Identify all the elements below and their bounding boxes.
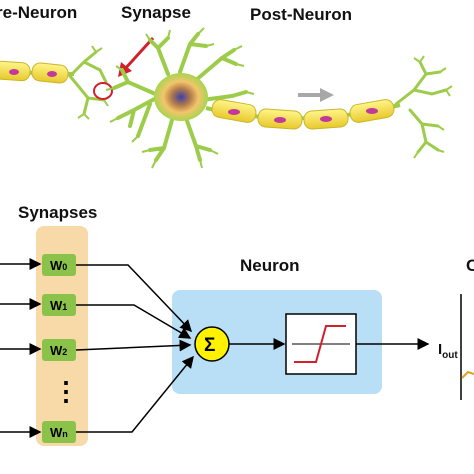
output-plot: Iout C — [438, 256, 474, 400]
weights-ellipsis: ⋮ — [53, 376, 79, 406]
iout-label: Iout — [438, 341, 458, 361]
post-neuron-soma — [105, 27, 255, 169]
weight-w2: W2 — [42, 339, 76, 361]
synapse-circle — [93, 82, 113, 100]
weight-w0: W0 — [42, 254, 76, 276]
artificial-neuron: Synapses Neuron W0 W1 W2 ⋮ Wn — [0, 203, 474, 446]
synapse-arrow — [122, 36, 155, 72]
synapses-header: Synapses — [18, 203, 97, 222]
cut-letter: C — [466, 256, 474, 275]
synapse-weight-bar — [36, 226, 88, 446]
svg-text:W1: W1 — [50, 298, 67, 313]
sum-symbol: Σ — [204, 335, 215, 356]
neuron-header: Neuron — [240, 256, 300, 275]
pre-neuron-axon — [0, 45, 111, 120]
weighted-connections — [75, 264, 194, 433]
pre-neuron-label: re-Neuron — [0, 3, 77, 22]
svg-text:W2: W2 — [50, 343, 67, 358]
post-neuron-label: Post-Neuron — [250, 5, 352, 24]
post-neuron-axon — [205, 55, 453, 159]
biological-neuron: re-Neuron Synapse Post-Neuron — [0, 3, 453, 169]
synapse-label: Synapse — [121, 3, 191, 22]
weight-w1: W1 — [42, 294, 76, 316]
activation-function — [285, 313, 357, 375]
svg-text:Wn: Wn — [50, 425, 68, 440]
svg-text:W0: W0 — [50, 258, 67, 273]
weight-wn: Wn — [42, 421, 76, 443]
input-lines — [0, 258, 42, 438]
signal-direction-arrow — [298, 88, 334, 102]
